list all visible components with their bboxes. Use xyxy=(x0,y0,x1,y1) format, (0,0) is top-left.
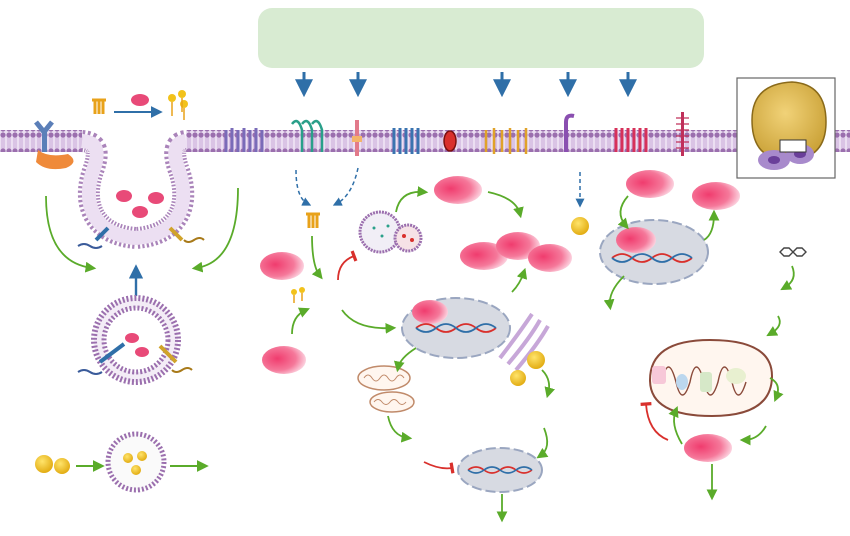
gpcr-receptor-icon-4 xyxy=(484,128,528,154)
inhibition-arrow-1 xyxy=(337,250,358,281)
recycle-arrow-right xyxy=(191,187,239,273)
pit-receptor-gold xyxy=(168,226,205,243)
nucleus-right xyxy=(599,219,709,285)
pink-node-8 xyxy=(692,182,740,210)
gold-particle-right xyxy=(571,217,589,235)
pink-node-7 xyxy=(626,170,674,198)
gold-particle-2 xyxy=(54,458,70,474)
gold-particle-golgi-2 xyxy=(510,370,526,386)
mito-out-arrow xyxy=(769,377,784,402)
golgi-arrow xyxy=(541,369,555,399)
lollipop-ligand-mid-icon xyxy=(291,287,305,303)
pink-node-2 xyxy=(262,346,306,374)
gold-particle-golgi-1 xyxy=(527,351,545,369)
vesicle-icon xyxy=(105,431,167,493)
vesicle-fusion-icon xyxy=(358,210,423,254)
hook-receptor-icon xyxy=(564,113,575,152)
mitochondrion-small-icon-1 xyxy=(357,365,411,391)
mito-down-arrow xyxy=(387,415,413,443)
fusion-arrow-up xyxy=(395,186,429,213)
inhibition-arrow-2 xyxy=(423,461,455,474)
nucleus-center xyxy=(401,297,511,359)
cell-inset-icon xyxy=(736,77,836,179)
mitochondrion-small-icon-2 xyxy=(369,391,415,413)
pink-node-5 xyxy=(496,232,540,260)
hexagon-molecule-icon xyxy=(779,247,807,257)
gold-particle-1 xyxy=(35,455,53,473)
dashed-arrow-1 xyxy=(295,169,312,206)
to-mito-arrow xyxy=(393,347,417,373)
pink-node-3 xyxy=(434,176,482,204)
trident-ligand-icon xyxy=(92,98,106,114)
dashed-arrow-2 xyxy=(332,167,359,206)
to-mito-right-arrow xyxy=(766,315,781,337)
hexagon-arrow xyxy=(780,265,795,291)
right-arrow-1 xyxy=(617,195,629,230)
gpcr-receptor-icon-2 xyxy=(291,119,324,152)
golgi-icon xyxy=(498,312,550,372)
gpcr-receptor-icon-5 xyxy=(614,128,648,152)
pink-node-6 xyxy=(528,244,572,272)
trident-ligand-mid-icon xyxy=(306,212,320,228)
pink-arrow-2 xyxy=(511,267,528,293)
right-arrow-3 xyxy=(603,275,625,311)
recycle-arrow-left xyxy=(45,195,97,273)
pink-arrow-1 xyxy=(487,191,524,219)
gpcr-receptor-icon-1 xyxy=(224,128,264,152)
signal-source-banner xyxy=(258,8,704,68)
mitochondrion-icon xyxy=(648,338,774,418)
pink-node-1 xyxy=(260,252,304,280)
pink-ligand-icon xyxy=(131,94,149,106)
single-pass-receptor-icon xyxy=(352,120,362,156)
ladder-receptor-icon xyxy=(676,112,689,156)
inhibition-arrow-3 xyxy=(640,401,669,441)
to-nucleus-arrow xyxy=(341,309,397,334)
endosome-icon xyxy=(77,295,193,385)
right-arrow-2 xyxy=(703,209,720,241)
golgi-down-arrow xyxy=(536,427,549,459)
antibody-receptor-icon xyxy=(34,120,74,170)
mid-arrow-down xyxy=(311,235,323,280)
banner-down-arrows xyxy=(295,72,637,98)
channel-icon xyxy=(443,130,457,152)
pit-receptor-blue xyxy=(77,226,110,249)
mito-up-arrow xyxy=(668,406,683,445)
to-pink-arrow xyxy=(739,425,767,446)
pink-node-9 xyxy=(684,434,732,462)
gpcr-receptor-icon-3 xyxy=(392,128,420,154)
lollipop-ligand-icon xyxy=(168,90,188,120)
pink-node-4 xyxy=(460,242,508,270)
pit-cargo xyxy=(116,190,164,218)
mid-arrow-up xyxy=(291,307,310,335)
nucleus-lower xyxy=(457,447,543,493)
